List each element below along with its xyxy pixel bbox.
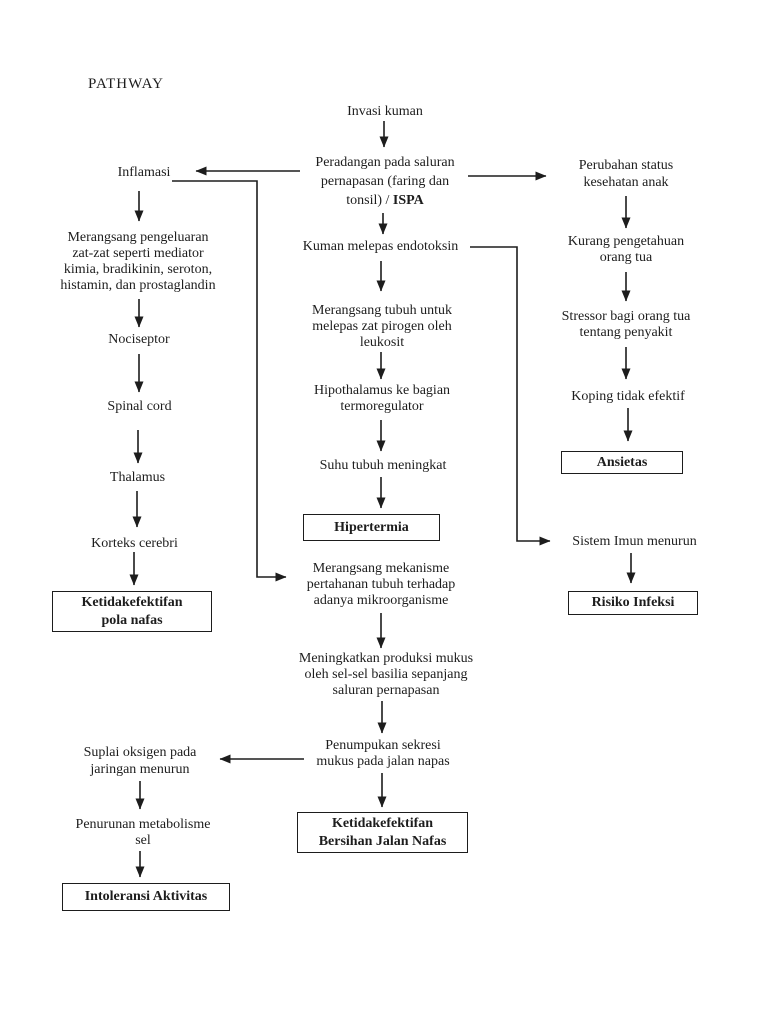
node-korteks-cerebri: Korteks cerebri xyxy=(91,536,178,551)
node-suhu-tubuh: Suhu tubuh meningkat xyxy=(319,458,447,473)
node-stressor: Stressor bagi orang tua tentang penyakit xyxy=(561,309,691,340)
node-sistem-imun: Sistem Imun menurun xyxy=(572,534,697,549)
peradangan-line3: tonsil) / ISPA xyxy=(298,191,472,210)
peradangan-line1: Peradangan pada saluran xyxy=(315,155,455,170)
node-thalamus: Thalamus xyxy=(109,470,166,485)
node-mediator-kimia: Merangsang pengeluaran zat-zat seperti m… xyxy=(60,230,216,293)
edge-kuman-to-sistem-imun xyxy=(470,246,551,546)
node-suplai-oksigen: Suplai oksigen pada jaringan menurun xyxy=(83,745,197,777)
node-penumpukan-sekresi: Penumpukan sekresi mukus pada jalan napa… xyxy=(316,738,450,769)
node-produksi-mukus: Meningkatkan produksi mukus oleh sel-sel… xyxy=(298,651,474,698)
peradangan-line3-prefix: tonsil) / xyxy=(346,193,393,208)
node-kurang-pengetahuan: Kurang pengetahuan orang tua xyxy=(567,234,685,265)
diagnosis-box-risiko-infeksi: Risiko Infeksi xyxy=(568,591,698,615)
node-kuman-endotoksin: Kuman melepas endotoksin xyxy=(302,239,459,254)
node-penurunan-metabolisme: Penurunan metabolisme sel xyxy=(75,817,211,848)
node-perubahan-status: Perubahan status kesehatan anak xyxy=(578,158,674,190)
node-inflamasi: Inflamasi xyxy=(117,165,171,180)
node-pirogen: Merangsang tubuh untuk melepas zat pirog… xyxy=(312,303,452,350)
node-hipothalamus: Hipothalamus ke bagian termoregulator xyxy=(313,383,451,414)
node-peradangan-ispa: Peradangan pada saluran pernapasan (farin… xyxy=(298,153,472,210)
node-invasi-kuman: Invasi kuman xyxy=(347,104,423,119)
page-title: PATHWAY xyxy=(88,76,164,92)
diagnosis-box-intoleransi-aktivitas: Intoleransi Aktivitas xyxy=(62,883,230,911)
node-nociseptor: Nociseptor xyxy=(108,332,170,347)
peradangan-ispa-bold: ISPA xyxy=(392,193,424,208)
diagnosis-box-bersihan-jalan-nafas: Ketidakefektifan Bersihan Jalan Nafas xyxy=(297,812,468,853)
diagnosis-box-pola-nafas: Ketidakefektifan pola nafas xyxy=(52,591,212,632)
node-spinal-cord: Spinal cord xyxy=(107,399,172,414)
diagnosis-box-ansietas: Ansietas xyxy=(561,451,683,474)
peradangan-line2: pernapasan (faring dan xyxy=(320,174,450,189)
diagnosis-box-hipertermia: Hipertermia xyxy=(303,514,440,541)
node-koping: Koping tidak efektif xyxy=(571,389,685,404)
node-mekanisme-pertahanan: Merangsang mekanisme pertahanan tubuh te… xyxy=(306,561,456,608)
